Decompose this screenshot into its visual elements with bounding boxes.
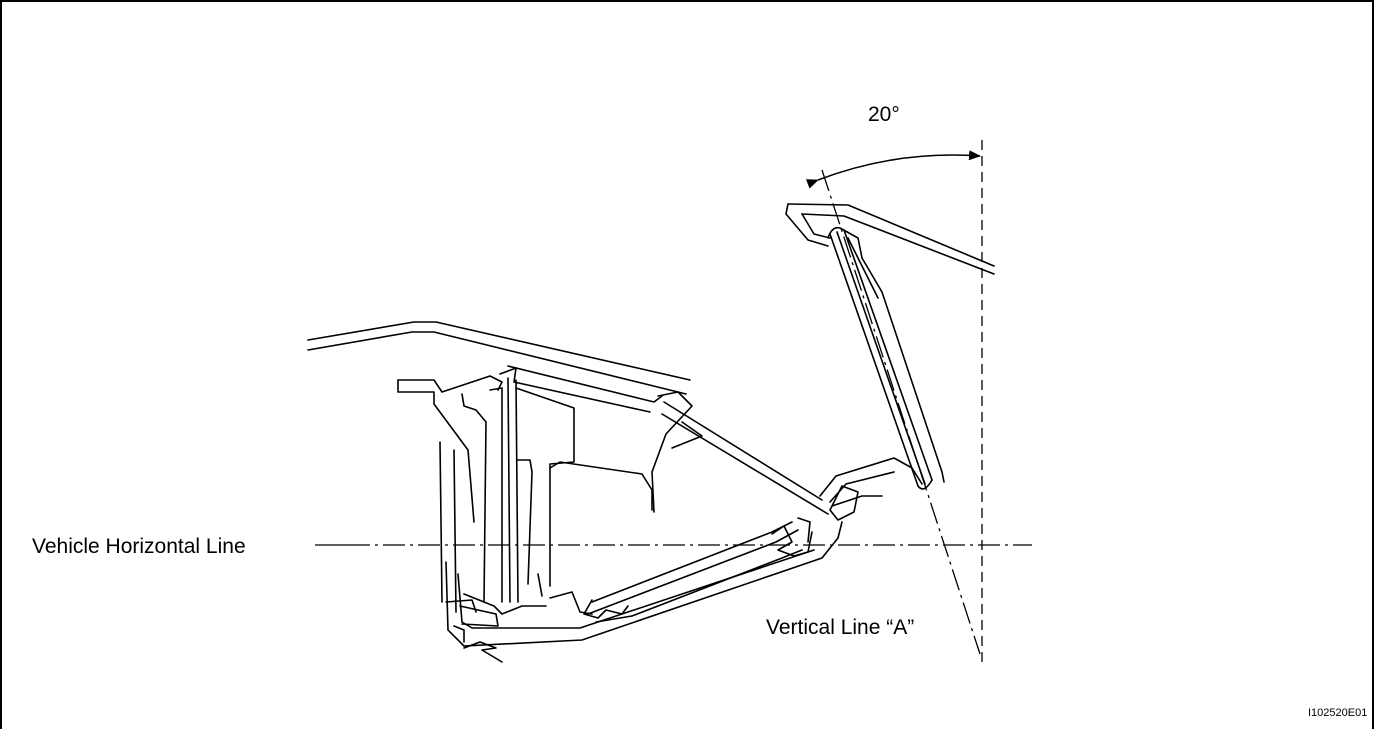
figure-code: I102520E01 xyxy=(1308,707,1368,719)
tilted-center-line xyxy=(821,169,981,655)
strut-rod xyxy=(827,226,945,490)
angle-arc xyxy=(805,150,981,189)
vertical-line-label: Vertical Line “A” xyxy=(766,616,915,639)
main-housing xyxy=(397,365,843,663)
horizontal-line-label: Vehicle Horizontal Line xyxy=(32,535,246,558)
angle-label: 20° xyxy=(868,103,900,126)
hood-panel xyxy=(785,203,995,275)
lower-bracket xyxy=(819,457,923,521)
cowl-upper-line xyxy=(307,321,691,395)
